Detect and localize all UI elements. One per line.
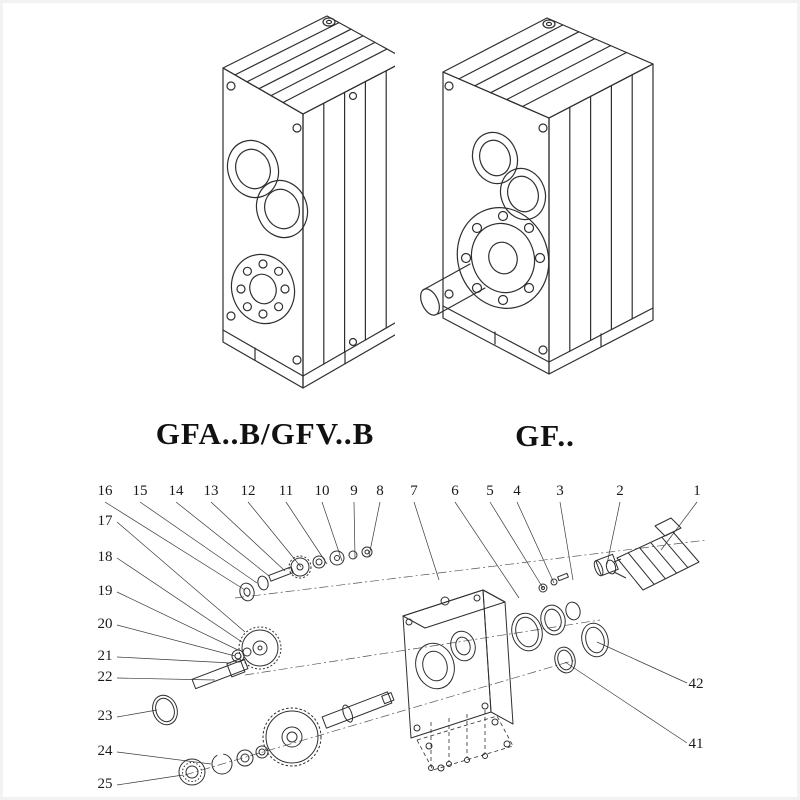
callout-17: 17 <box>97 513 113 529</box>
callout-41: 41 <box>688 736 704 752</box>
callout-20: 20 <box>97 616 113 632</box>
callout-3: 3 <box>556 483 564 499</box>
right-model-label: GF.. <box>515 418 575 453</box>
exploded-parts-diagram <box>104 501 708 786</box>
callout-2: 2 <box>616 483 624 499</box>
callout-12: 12 <box>240 483 256 499</box>
callout-18: 18 <box>97 549 113 565</box>
callout-8: 8 <box>376 483 384 499</box>
parts <box>152 517 700 786</box>
gearbox-shaft-output-drawing <box>420 17 654 375</box>
callout-14: 14 <box>168 483 184 499</box>
callout-15: 15 <box>132 483 148 499</box>
callout-25: 25 <box>97 776 113 792</box>
callout-42: 42 <box>688 676 704 692</box>
callout-1: 1 <box>693 483 701 499</box>
leader-lines <box>104 501 698 786</box>
callout-16: 16 <box>97 483 113 499</box>
callout-24: 24 <box>97 743 113 759</box>
callout-5: 5 <box>486 483 494 499</box>
callout-21: 21 <box>97 648 113 664</box>
callout-22: 22 <box>97 669 113 685</box>
axis-lines <box>184 539 708 776</box>
left-model-label: GFA..B/GFV..B <box>155 416 375 451</box>
callout-13: 13 <box>203 483 219 499</box>
callout-7: 7 <box>410 483 418 499</box>
callout-4: 4 <box>513 483 521 499</box>
callout-19: 19 <box>97 583 113 599</box>
callout-10: 10 <box>314 483 330 499</box>
callout-23: 23 <box>97 708 113 724</box>
gearbox-flange-mounted-drawing <box>222 15 395 389</box>
callout-11: 11 <box>278 483 294 499</box>
callout-6: 6 <box>451 483 459 499</box>
callout-9: 9 <box>350 483 358 499</box>
